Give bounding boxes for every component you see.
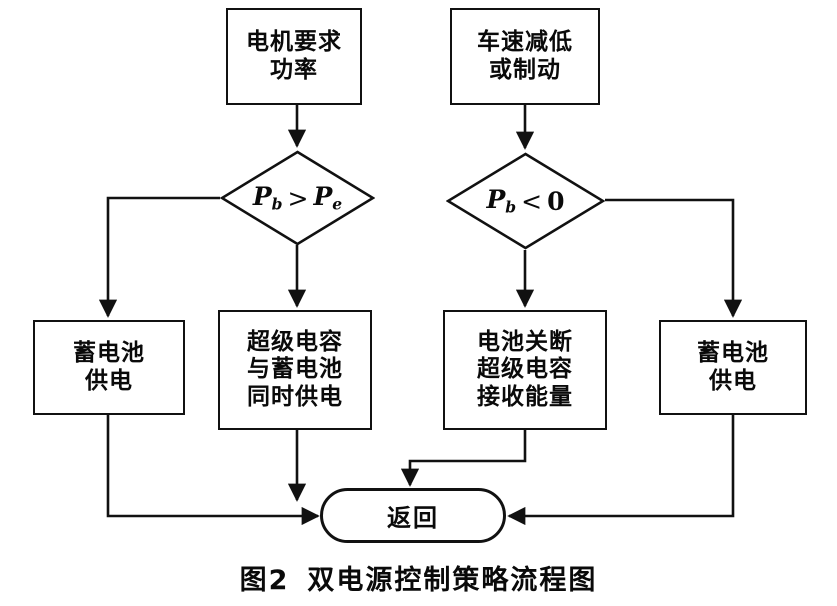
node-battery-off-supercap-receives-line-1: 电池关断 bbox=[477, 329, 573, 356]
edge-decision-left-to-action-1 bbox=[98, 196, 220, 318]
node-supercap-and-battery-together-line-3: 同时供电 bbox=[247, 383, 343, 410]
node-speed-decrease-or-braking-line-1: 车速减低 bbox=[477, 29, 573, 56]
node-battery-off-supercap-receives-line-2: 超级电容 bbox=[477, 356, 573, 383]
decision-pb-lt-zero-label: Pb < 0 bbox=[446, 152, 605, 250]
node-battery-supply-right-line-2: 供电 bbox=[709, 367, 757, 394]
decision-operator: > bbox=[287, 183, 309, 213]
node-battery-supply-right-line-1: 蓄电池 bbox=[697, 340, 769, 367]
node-battery-supply-left[interactable]: 蓄电池 供电 bbox=[33, 320, 185, 415]
node-motor-required-power-line-2: 功率 bbox=[270, 56, 318, 83]
node-battery-off-supercap-receives-line-3: 接收能量 bbox=[477, 383, 573, 410]
decision-diamond-shape bbox=[220, 150, 375, 246]
decision-operator: < bbox=[521, 186, 543, 216]
decision-lhs: Pb bbox=[252, 182, 283, 214]
figure-caption: 图2 双电源控制策略流程图 bbox=[0, 558, 837, 597]
edge-decision-right-to-action-4 bbox=[605, 198, 743, 318]
edge-action-1-to-terminal bbox=[106, 415, 320, 526]
node-decision-pb-lt-zero[interactable]: Pb < 0 bbox=[446, 152, 605, 250]
decision-pb-gt-pe-label: Pb > Pe bbox=[220, 150, 375, 246]
node-speed-decrease-or-braking[interactable]: 车速减低 或制动 bbox=[450, 8, 600, 105]
node-motor-required-power-line-1: 电机要求 bbox=[246, 29, 342, 56]
node-battery-supply-left-line-1: 蓄电池 bbox=[73, 340, 145, 367]
node-supercap-and-battery-together-line-2: 与蓄电池 bbox=[247, 356, 343, 383]
node-motor-required-power[interactable]: 电机要求 功率 bbox=[226, 8, 362, 105]
node-battery-off-supercap-receives[interactable]: 电池关断 超级电容 接收能量 bbox=[443, 310, 607, 430]
node-terminal-return-label: 返回 bbox=[387, 504, 439, 532]
node-battery-supply-left-line-2: 供电 bbox=[85, 367, 133, 394]
edge-action-3-to-terminal bbox=[400, 430, 527, 487]
node-terminal-return[interactable]: 返回 bbox=[320, 488, 506, 543]
node-supercap-and-battery-together[interactable]: 超级电容 与蓄电池 同时供电 bbox=[218, 310, 372, 430]
decision-rhs: Pe bbox=[313, 182, 343, 214]
figure-number: 图2 bbox=[239, 565, 290, 596]
decision-diamond-shape bbox=[446, 152, 605, 250]
figure-caption-text: 双电源控制策略流程图 bbox=[307, 565, 598, 596]
decision-lhs: Pb bbox=[486, 185, 517, 217]
node-battery-supply-right[interactable]: 蓄电池 供电 bbox=[659, 320, 807, 415]
edge-action-4-to-terminal bbox=[507, 415, 735, 526]
node-supercap-and-battery-together-line-1: 超级电容 bbox=[247, 329, 343, 356]
node-speed-decrease-or-braking-line-2: 或制动 bbox=[489, 56, 561, 83]
decision-rhs: 0 bbox=[547, 186, 565, 216]
node-decision-pb-gt-pe[interactable]: Pb > Pe bbox=[220, 150, 375, 246]
